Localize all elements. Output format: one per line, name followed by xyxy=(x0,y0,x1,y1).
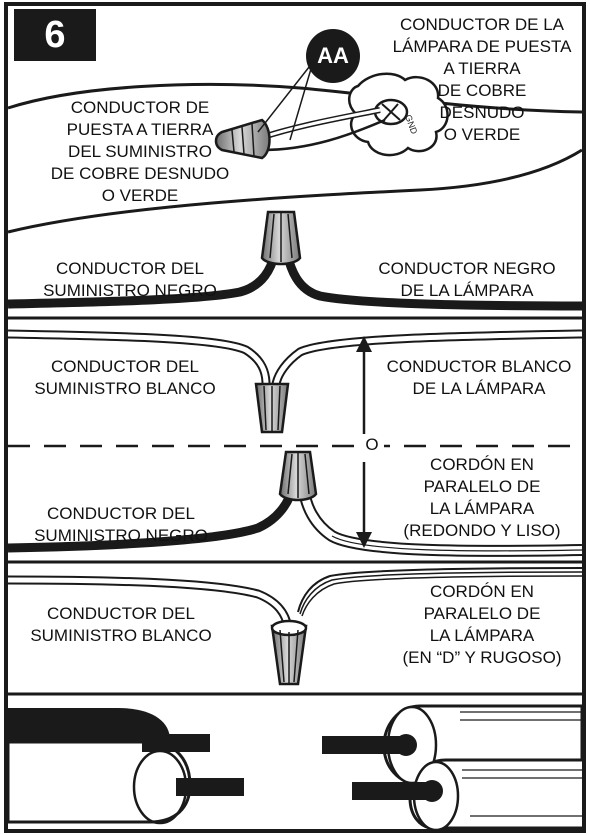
or-label: O xyxy=(360,434,384,456)
connector-aa-badge: AA xyxy=(306,29,360,83)
label-supply-white-1: CONDUCTOR DEL SUMINISTRO BLANCO xyxy=(34,357,216,398)
cord-left-white-jacket xyxy=(6,740,192,824)
parallel-cord-ribbed xyxy=(297,567,583,613)
label-supply-white-2: CONDUCTOR DEL SUMINISTRO BLANCO xyxy=(30,604,212,645)
cord-left-black-jacket xyxy=(8,708,170,742)
label-parallel-cord-smooth: CORDÓN EN PARALELO DE LA LÁMPARA (REDOND… xyxy=(403,455,561,540)
label-lamp-black: CONDUCTOR NEGRO DE LA LÁMPARA xyxy=(378,259,556,300)
label-lamp-white: CONDUCTOR BLANCO DE LA LÁMPARA xyxy=(386,357,572,398)
lamp-white-wire xyxy=(273,331,583,385)
label-supply-black-2: CONDUCTOR DEL SUMINISTRO NEGRO xyxy=(34,504,208,545)
cord-right-conductor-1 xyxy=(322,736,404,754)
label-parallel-cord-ribbed: CORDÓN EN PARALELO DE LA LÁMPARA (EN “D”… xyxy=(402,582,562,667)
aa-leader-line xyxy=(257,61,314,133)
supply-white-wire-2 xyxy=(7,577,291,629)
ground-wire-core xyxy=(259,108,381,140)
cord-left-conductor-2 xyxy=(176,778,244,796)
supply-black-wire-2 xyxy=(7,486,297,553)
cord-right-conductor-2 xyxy=(352,782,432,800)
supply-white-wire-1 xyxy=(7,331,269,385)
label-supply-black-1: CONDUCTOR DEL SUMINISTRO NEGRO xyxy=(43,259,217,300)
box-edge-bottom xyxy=(7,148,583,234)
box-edge-top xyxy=(7,82,583,114)
cord-left-conductor-1 xyxy=(142,734,210,752)
ground-screw-slot xyxy=(381,103,401,121)
label-lamp-ground: CONDUCTOR DE LA LÁMPARA DE PUESTA A TIER… xyxy=(392,15,572,144)
lamp-ground-wire xyxy=(261,118,386,152)
step-number-badge: 6 xyxy=(14,9,96,61)
supply-black-wire-1 xyxy=(7,247,281,309)
lamp-black-wire xyxy=(281,247,583,311)
label-supply-ground: CONDUCTOR DE PUESTA A TIERRA DEL SUMINIS… xyxy=(50,98,230,205)
outer-frame xyxy=(4,2,586,833)
